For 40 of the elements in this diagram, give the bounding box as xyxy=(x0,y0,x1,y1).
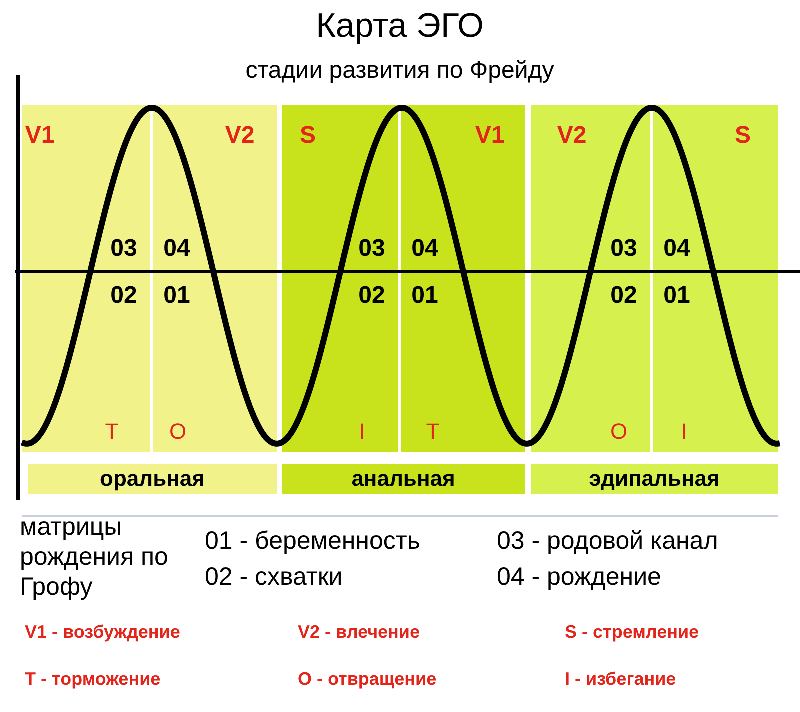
stage-band: оральная xyxy=(28,464,277,494)
stage-letter: O xyxy=(169,420,187,444)
matrix-number: 03 xyxy=(358,236,386,262)
legend-text: 04 - рождение xyxy=(497,564,662,592)
stage-letter: I xyxy=(680,420,688,444)
stage-letter: S xyxy=(300,123,316,150)
stage-letter: T xyxy=(426,420,440,444)
legend-text: T - торможение xyxy=(25,670,161,690)
matrix-number: 03 xyxy=(610,236,638,262)
stage-letter: I xyxy=(358,420,366,444)
matrix-number: 02 xyxy=(110,283,138,310)
legend-text: V1 - возбуждение xyxy=(25,623,180,643)
title: Карта ЭГО xyxy=(316,8,484,46)
legend-text: I - избегание xyxy=(565,670,676,690)
subtitle: стадии развития по Фрейду xyxy=(246,58,554,84)
matrix-number: 03 xyxy=(110,236,138,262)
legend-text: 03 - родовой канал xyxy=(497,528,718,556)
matrix-number: 01 xyxy=(412,283,438,310)
matrix-number: 04 xyxy=(412,236,438,262)
matrix-number: 02 xyxy=(610,283,638,310)
stage-letter: V1 xyxy=(25,123,55,150)
stage-letter: V1 xyxy=(475,123,505,150)
stage-band: эдипальная xyxy=(531,464,778,494)
legend-text: S - стремление xyxy=(565,623,700,643)
stage-letter: S xyxy=(735,123,751,150)
legend-text: 01 - беременность xyxy=(205,528,420,556)
stage-letter: V2 xyxy=(557,123,587,150)
matrix-number: 04 xyxy=(664,236,690,262)
matrix-number: 01 xyxy=(164,283,190,310)
legend-text: O - отвращение xyxy=(298,670,437,690)
legend-heading: матрицы рождения по Грофу xyxy=(20,512,170,602)
stage-band: анальная xyxy=(282,464,525,494)
legend-text: 02 - схватки xyxy=(205,564,343,592)
stage-letter: V2 xyxy=(225,123,255,150)
stage-letter: T xyxy=(105,420,119,444)
stage-letter: O xyxy=(610,420,628,444)
legend-text: V2 - влечение xyxy=(298,623,420,643)
matrix-number: 02 xyxy=(358,283,386,310)
matrix-number: 01 xyxy=(664,283,690,310)
matrix-number: 04 xyxy=(164,236,190,262)
